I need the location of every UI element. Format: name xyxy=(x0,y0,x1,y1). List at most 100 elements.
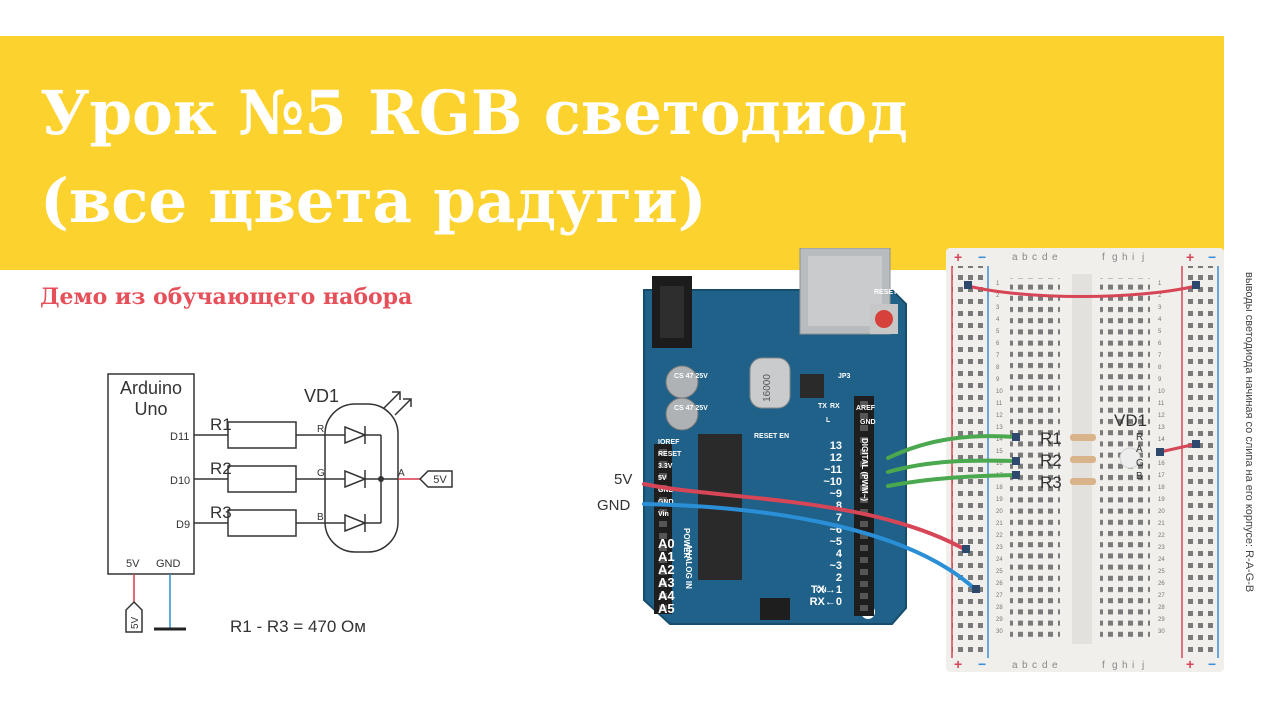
rail-plus-bottom-left: + xyxy=(954,656,962,672)
header-socket xyxy=(659,461,667,467)
led-pin-b-label: B xyxy=(317,512,324,523)
row-number: 9 xyxy=(996,377,1000,383)
header-socket xyxy=(860,401,868,407)
header-socket xyxy=(659,593,667,599)
pin-12: 12 xyxy=(830,452,842,464)
reset-label: RESET xyxy=(874,289,898,296)
col-j: j xyxy=(1141,252,1144,263)
row-number: 2 xyxy=(996,293,1000,299)
supply-5v-tag xyxy=(418,470,453,488)
board-led-pin-r: R xyxy=(1136,432,1143,443)
power-gnd-1: GND xyxy=(658,487,674,494)
reset-en-label: RESET EN xyxy=(754,433,789,440)
row-number: 21 xyxy=(996,521,1003,527)
power-5v: 5V xyxy=(658,475,667,482)
row-number: 4 xyxy=(1158,317,1162,323)
wire-gnd xyxy=(642,502,978,592)
header-socket xyxy=(860,533,868,539)
pin-3: ~3 xyxy=(829,560,842,572)
pin-d9-label: D9 xyxy=(176,519,190,531)
row-number: 5 xyxy=(1158,329,1162,335)
header-socket xyxy=(659,449,667,455)
r3-label: R3 xyxy=(210,503,232,522)
row-number: 13 xyxy=(996,425,1003,431)
title-line-2: (все цвета радуги) xyxy=(40,166,707,237)
row-number: 14 xyxy=(996,437,1003,443)
header-socket xyxy=(860,593,868,599)
pin-1: TX→1 xyxy=(811,584,842,596)
row-number: 28 xyxy=(996,605,1003,611)
header-socket xyxy=(860,557,868,563)
pin-0: RX←0 xyxy=(810,596,842,608)
header-socket xyxy=(860,425,868,431)
row-number: 19 xyxy=(996,497,1003,503)
col-c: c xyxy=(1032,252,1037,263)
rail-minus-top-left: − xyxy=(978,249,986,265)
row-number: 16 xyxy=(996,461,1003,467)
row-number: 23 xyxy=(1158,545,1165,551)
board-led-pin-a: A xyxy=(1136,444,1143,455)
circuit-schematic: Arduino Uno D11 D10 D9 R1 R2 R3 VD1 R G … xyxy=(107,373,453,636)
led-package xyxy=(324,403,399,553)
header-socket xyxy=(659,581,667,587)
power-vin: Vin xyxy=(658,511,669,518)
pin-a4: A4 xyxy=(658,588,675,603)
row-number: 20 xyxy=(996,509,1003,515)
supply-5v-label: 5V xyxy=(433,474,447,486)
col-e: e xyxy=(1052,252,1058,263)
header-socket xyxy=(860,569,868,575)
rail-minus-top-right: − xyxy=(1208,249,1216,265)
wire-5v xyxy=(642,482,968,552)
r1-label: R1 xyxy=(210,415,232,434)
row-number: 7 xyxy=(996,353,1000,359)
row-number: 3 xyxy=(996,305,1000,311)
rail-plus-bottom-right: + xyxy=(1186,656,1194,672)
col-b-bottom: b xyxy=(1022,660,1028,671)
vd1-label: VD1 xyxy=(304,386,339,406)
header-socket xyxy=(860,497,868,503)
row-number: 21 xyxy=(1158,521,1165,527)
col-g: g xyxy=(1112,252,1118,263)
header-socket xyxy=(659,605,667,611)
header-socket xyxy=(860,545,868,551)
on-label: ON xyxy=(816,587,827,594)
row-number: 29 xyxy=(1158,617,1165,623)
title-banner xyxy=(0,36,1224,270)
led-diode-r xyxy=(330,425,381,445)
pin-a1: A1 xyxy=(658,549,675,564)
row-number: 26 xyxy=(1158,581,1165,587)
capacitor-2 xyxy=(665,397,699,431)
row-number: 4 xyxy=(996,317,1000,323)
row-number: 27 xyxy=(996,593,1003,599)
col-j-bottom: j xyxy=(1141,660,1144,671)
row-number: 20 xyxy=(1158,509,1165,515)
power-gnd-2: GND xyxy=(658,499,674,506)
pin-a2: A2 xyxy=(658,562,675,577)
row-number: 30 xyxy=(996,629,1003,635)
wire-pin9 xyxy=(886,473,1018,488)
col-b: b xyxy=(1022,252,1028,263)
power-reset: RESET xyxy=(658,451,682,458)
rail-minus-bottom-right: − xyxy=(1208,656,1216,672)
pin-4: 4 xyxy=(836,548,843,560)
row-number: 6 xyxy=(1158,341,1162,347)
pin-8: 8 xyxy=(836,500,842,512)
row-number: 12 xyxy=(1158,413,1165,419)
row-number: 23 xyxy=(996,545,1003,551)
led-pin-r-label: R xyxy=(317,424,324,435)
col-f-bottom: f xyxy=(1102,660,1105,671)
col-f: f xyxy=(1102,252,1105,263)
row-number: 30 xyxy=(1158,629,1165,635)
row-number: 29 xyxy=(996,617,1003,623)
col-i: i xyxy=(1132,252,1134,263)
row-number: 24 xyxy=(1158,557,1165,563)
header-socket xyxy=(860,581,868,587)
header-socket xyxy=(860,413,868,419)
header-socket xyxy=(659,545,667,551)
pin-5: ~5 xyxy=(829,536,842,548)
row-number: 25 xyxy=(1158,569,1165,575)
board-r1-label: R1 xyxy=(1040,429,1062,448)
r2-label: R2 xyxy=(210,459,232,478)
row-number: 25 xyxy=(996,569,1003,575)
